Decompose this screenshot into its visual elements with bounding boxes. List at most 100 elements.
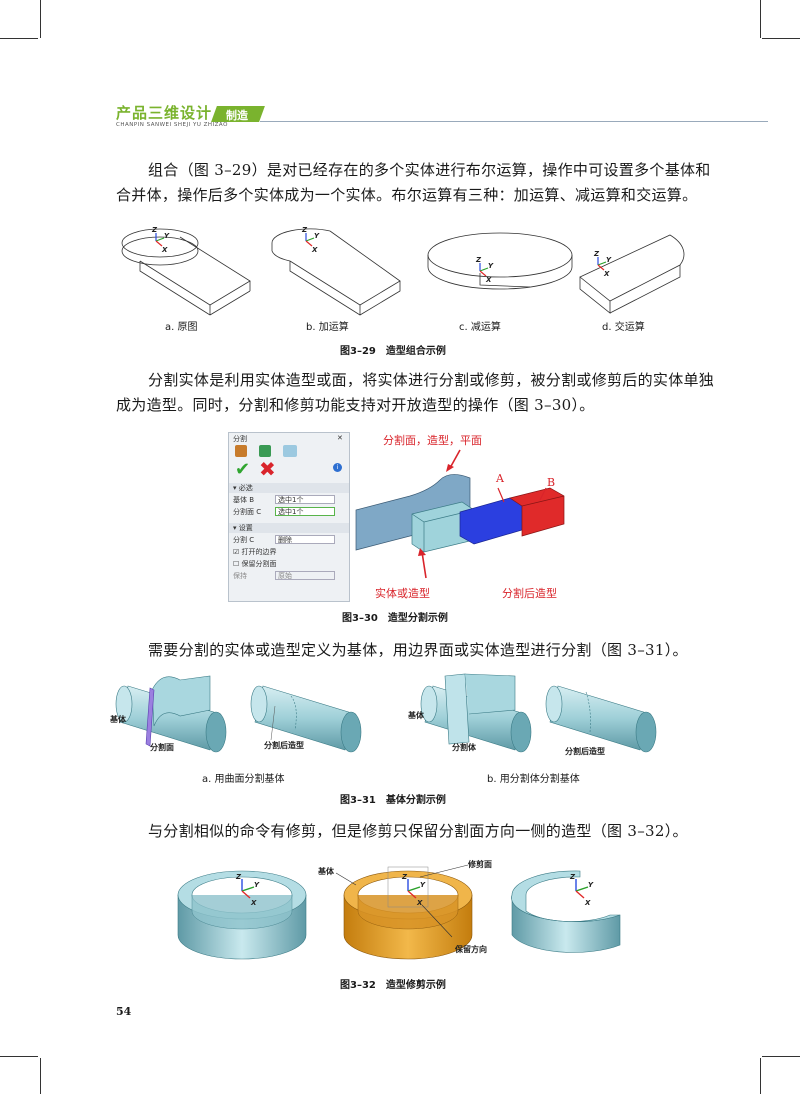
fig32-axis-2: ZYX	[401, 873, 426, 907]
leader-trim	[419, 864, 469, 878]
cut-field[interactable]: 选中1个	[275, 507, 335, 516]
fig29-sub-b: b. 加运算	[306, 322, 349, 333]
page-number: 54	[116, 1005, 132, 1018]
cancel-x-icon[interactable]: ✖	[259, 457, 276, 481]
fig30-caption: 图3–30 造型分割示例	[342, 613, 448, 624]
label-b: B	[547, 476, 556, 489]
crop-mark	[760, 0, 761, 38]
last-field[interactable]: 原始	[275, 571, 335, 580]
fig29-axis-b: ZYX	[301, 226, 320, 254]
fig31-sub-b: b. 用分割体分割基体	[487, 774, 580, 785]
crop-mark	[0, 1056, 38, 1057]
mode-select[interactable]: 删除	[275, 535, 335, 544]
help-icon[interactable]: i	[333, 463, 342, 472]
crop-mark	[40, 1058, 41, 1094]
svg-text:Z: Z	[475, 256, 482, 264]
arrow-a	[497, 487, 505, 503]
fig31-caption: 图3–31 基体分割示例	[340, 795, 446, 806]
dialog-tab-icon[interactable]	[259, 445, 271, 457]
header-rule	[260, 121, 768, 122]
svg-text:Z: Z	[235, 873, 242, 881]
arrow-solid	[421, 551, 427, 579]
fig29-a-drawing	[121, 228, 251, 316]
fig32-label-base: 基体	[318, 867, 334, 876]
svg-text:Y: Y	[314, 232, 320, 240]
fig31-label-after-b: 分割后造型	[565, 747, 605, 756]
base-field[interactable]: 选中1个	[275, 495, 335, 504]
last-label: 保持	[233, 572, 247, 580]
svg-text:X: X	[250, 899, 257, 907]
svg-text:Z: Z	[593, 250, 600, 258]
fig31-label-base-a: 基体	[110, 715, 126, 724]
svg-text:X: X	[584, 899, 591, 907]
dialog-tab-icon[interactable]	[235, 445, 247, 457]
dialog-title: 分割	[233, 435, 247, 443]
fig31-b1	[420, 673, 532, 753]
label-after: 分割后造型	[502, 587, 557, 600]
crop-mark	[0, 38, 38, 39]
paragraph-3: 需要分割的实体或造型定义为基体，用边界面或实体造型进行分割（图 3–31）。	[148, 641, 688, 659]
fig32-label-keep: 保留方向	[455, 945, 487, 954]
fig31-a2	[250, 685, 362, 753]
fig32-ring-3	[511, 870, 621, 953]
cut-label: 分割面 C	[233, 508, 262, 516]
fig29-d-drawing	[579, 234, 685, 314]
fig31-label-cut-surface: 分割面	[150, 743, 174, 752]
fig32-ring-2	[343, 866, 473, 960]
label-cut-surface: 分割面，造型，平面	[383, 434, 482, 447]
fig29-axis-c: ZYX	[475, 256, 494, 284]
svg-text:Z: Z	[151, 226, 158, 234]
fig31-a1	[115, 675, 227, 753]
svg-text:X: X	[161, 246, 168, 254]
svg-text:Z: Z	[569, 873, 576, 881]
crop-mark	[762, 1056, 800, 1057]
dialog-tab-icon[interactable]	[283, 445, 297, 457]
crop-mark	[760, 1058, 761, 1094]
confirm-check-icon[interactable]: ✔	[235, 459, 251, 480]
paragraph-1: 组合（图 3–29）是对已经存在的多个实体进行布尔运算，操作中可设置多个基体和合…	[116, 161, 711, 204]
fig32-axis-1: ZYX	[235, 873, 260, 907]
svg-text:Y: Y	[164, 232, 170, 240]
svg-text:X: X	[485, 276, 492, 284]
fig29-sub-a: a. 原图	[165, 322, 198, 333]
fig29-c-drawing	[427, 232, 573, 290]
crop-mark	[40, 0, 41, 38]
fig29-axis-d: ZYX	[593, 250, 612, 278]
fig32-axis-3: Z Y X	[569, 873, 594, 907]
svg-text:Y: Y	[488, 262, 494, 270]
fig31-label-cut-body: 分割体	[452, 743, 476, 752]
header-tag: 制造	[226, 109, 248, 122]
fig29-caption: 图3–29 造型组合示例	[340, 346, 446, 357]
fig32-caption: 图3–32 造型修剪示例	[340, 980, 446, 991]
svg-text:X: X	[311, 246, 318, 254]
fig29-sub-d: d. 交运算	[602, 322, 645, 333]
dialog-close-icon[interactable]: ✕	[337, 434, 343, 442]
base-label: 基体 B	[233, 496, 255, 504]
header-pinyin: CHANPIN SANWEI SHEJI YU ZHIZAO	[116, 122, 228, 128]
arrow-b	[539, 487, 547, 501]
label-a: A	[496, 472, 504, 485]
svg-text:Z: Z	[401, 873, 408, 881]
fig29-axis-a: ZYX	[151, 226, 170, 254]
paragraph-2: 分割实体是利用实体造型或面，将实体进行分割或修剪，被分割或修剪后的实体单独成为造…	[116, 371, 715, 414]
dialog-section-required: ▾ 必选	[229, 483, 349, 493]
paragraph-4: 与分割相似的命令有修剪，但是修剪只保留分割面方向一侧的造型（图 3–32）。	[148, 822, 688, 840]
running-header: 产品三维设计 CHANPIN SANWEI SHEJI YU ZHIZAO 制造	[110, 100, 770, 132]
mode-label: 分割 C	[233, 536, 255, 544]
leader-keep	[421, 904, 453, 938]
svg-text:X: X	[603, 270, 610, 278]
fig31-label-after-a: 分割后造型	[264, 741, 304, 750]
fig31-sub-a: a. 用曲面分割基体	[202, 774, 285, 785]
figure-3-30-model	[355, 449, 565, 579]
fig32-label-trim: 修剪面	[468, 860, 492, 869]
option-2[interactable]: ☐ 保留分割面	[233, 560, 277, 568]
svg-text:Y: Y	[588, 881, 594, 889]
arrow-surface	[449, 449, 461, 469]
option-1[interactable]: ☑ 打开的边界	[233, 548, 277, 556]
header-title: 产品三维设计	[116, 104, 213, 122]
leader-base	[335, 872, 357, 886]
fig29-sub-c: c. 减运算	[459, 322, 501, 333]
crop-mark	[762, 38, 800, 39]
svg-text:Y: Y	[606, 256, 612, 264]
split-dialog: 分割 ✕ ✔ ✖ i ▾ 必选 基体 B 选中1个 分割面 C 选中1个 ▾ 设…	[228, 432, 350, 602]
